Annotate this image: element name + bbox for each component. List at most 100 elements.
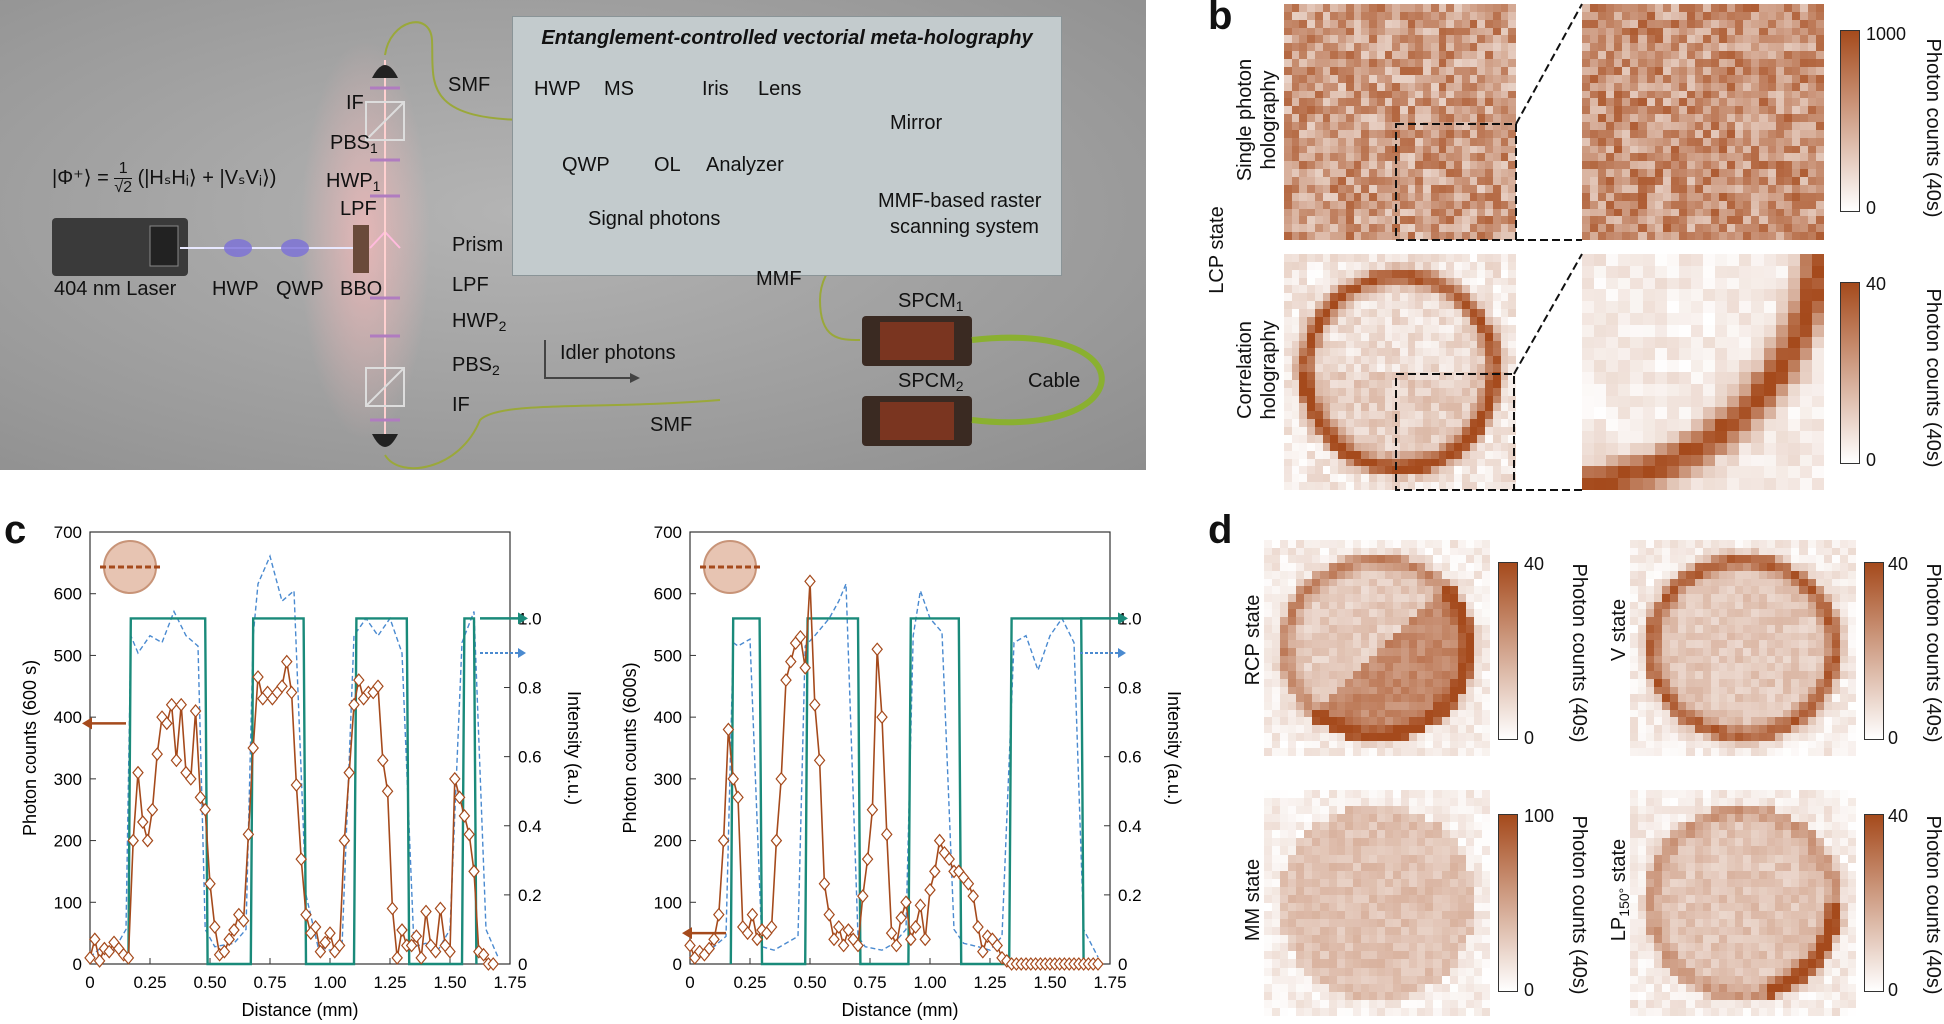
heat-cell bbox=[1630, 663, 1639, 672]
heat-cell bbox=[1606, 289, 1619, 302]
heat-cell bbox=[1485, 11, 1493, 20]
heat-cell bbox=[1446, 403, 1455, 412]
heat-cell bbox=[1288, 601, 1297, 610]
heat-cell bbox=[1508, 66, 1516, 75]
heat-cell bbox=[1815, 177, 1824, 185]
heat-cell bbox=[1449, 717, 1458, 726]
heat-cell bbox=[1630, 129, 1639, 138]
heat-cell bbox=[1807, 717, 1816, 726]
heat-cell bbox=[1783, 35, 1792, 44]
heat-cell bbox=[1438, 411, 1447, 420]
heat-cell bbox=[1338, 277, 1346, 286]
heat-cell bbox=[1330, 200, 1339, 209]
heat-cell bbox=[1791, 686, 1800, 695]
heat-cell bbox=[1465, 594, 1474, 602]
heat-cell bbox=[1500, 379, 1509, 388]
heat-cell bbox=[1791, 90, 1800, 99]
smf-top-fiber bbox=[384, 21, 531, 121]
heat-cell bbox=[1775, 216, 1784, 225]
heat-cell bbox=[1401, 725, 1410, 733]
row2-label-2: holography bbox=[1258, 320, 1280, 420]
heat-cell bbox=[1759, 82, 1768, 91]
heat-cell bbox=[1807, 663, 1816, 672]
heat-cell bbox=[1783, 648, 1792, 656]
heat-cell bbox=[1446, 161, 1455, 170]
heat-cell bbox=[1399, 177, 1408, 185]
heat-cell bbox=[1767, 51, 1776, 60]
heat-cell bbox=[1430, 379, 1439, 388]
heat-cell bbox=[1598, 114, 1607, 122]
heat-cell bbox=[1508, 269, 1516, 278]
heat-cell bbox=[1338, 43, 1346, 52]
heat-cell bbox=[1767, 555, 1776, 564]
heat-cell bbox=[1264, 609, 1273, 618]
heat-cell bbox=[1393, 632, 1402, 641]
heat-cell bbox=[1312, 686, 1321, 695]
heat-cell bbox=[1759, 129, 1768, 138]
heat-cell bbox=[1799, 431, 1812, 443]
heat-cell bbox=[1727, 336, 1740, 349]
heat-cell bbox=[1678, 648, 1687, 656]
heat-cell bbox=[1376, 35, 1385, 44]
heat-cell bbox=[1376, 285, 1385, 294]
heat-cell bbox=[1376, 301, 1385, 310]
heat-cell bbox=[1299, 216, 1308, 225]
heat-cell bbox=[1407, 261, 1416, 270]
heat-cell bbox=[1369, 482, 1377, 490]
heat-cell bbox=[1630, 254, 1643, 266]
heat-cell bbox=[1598, 208, 1607, 217]
heat-cell bbox=[1694, 648, 1703, 656]
heat-cell bbox=[1469, 192, 1478, 201]
heat-cell bbox=[1296, 586, 1305, 594]
heat-cell bbox=[1312, 732, 1321, 741]
heat-cell bbox=[1469, 43, 1478, 52]
heat-cell bbox=[1477, 474, 1486, 483]
heat-cell bbox=[1284, 427, 1292, 435]
heat-cell bbox=[1345, 184, 1354, 193]
heat-cell bbox=[1330, 434, 1339, 443]
heat-cell bbox=[1314, 177, 1323, 185]
heat-cell bbox=[1767, 655, 1776, 664]
heat-cell bbox=[1392, 301, 1400, 310]
heat-cell bbox=[1461, 232, 1470, 240]
heat-cell bbox=[1438, 232, 1447, 240]
heat-cell bbox=[1618, 360, 1631, 372]
heat-cell bbox=[1839, 570, 1848, 579]
heat-cell bbox=[1336, 632, 1345, 641]
heat-cell bbox=[1734, 609, 1743, 618]
heat-cell bbox=[1847, 725, 1856, 733]
heat-cell bbox=[1314, 66, 1323, 75]
heat-cell bbox=[1312, 748, 1321, 756]
heat-cell bbox=[1751, 59, 1760, 67]
heat-cell bbox=[1598, 90, 1607, 99]
photon-point bbox=[765, 920, 778, 934]
photon-point bbox=[252, 670, 264, 684]
heat-cell bbox=[1783, 540, 1792, 548]
heat-cell bbox=[1678, 177, 1687, 185]
heat-cell bbox=[1345, 340, 1354, 349]
heat-cell bbox=[1314, 208, 1323, 217]
heat-cell bbox=[1815, 184, 1824, 193]
heat-cell bbox=[1492, 208, 1501, 217]
heat-cell bbox=[1799, 301, 1812, 313]
heat-cell bbox=[1423, 293, 1431, 302]
heat-cell bbox=[1376, 348, 1385, 357]
heat-cell bbox=[1811, 348, 1824, 361]
heat-cell bbox=[1399, 387, 1408, 396]
heat-cell bbox=[1727, 454, 1740, 467]
heat-cell bbox=[1338, 316, 1346, 325]
heat-cell bbox=[1614, 106, 1623, 115]
heat-cell bbox=[1775, 694, 1784, 702]
heat-cell bbox=[1314, 137, 1323, 146]
heat-cell bbox=[1654, 19, 1663, 28]
heat-cell bbox=[1481, 609, 1490, 618]
heat-cell bbox=[1726, 717, 1735, 726]
heat-cell bbox=[1469, 293, 1478, 302]
heat-cell bbox=[1508, 161, 1516, 170]
heat-cell bbox=[1392, 224, 1400, 233]
heat-cell bbox=[1670, 98, 1679, 107]
heat-cell bbox=[1320, 717, 1329, 726]
heat-cell bbox=[1473, 686, 1482, 695]
heat-cell bbox=[1401, 594, 1410, 602]
heat-cell bbox=[1710, 594, 1719, 602]
